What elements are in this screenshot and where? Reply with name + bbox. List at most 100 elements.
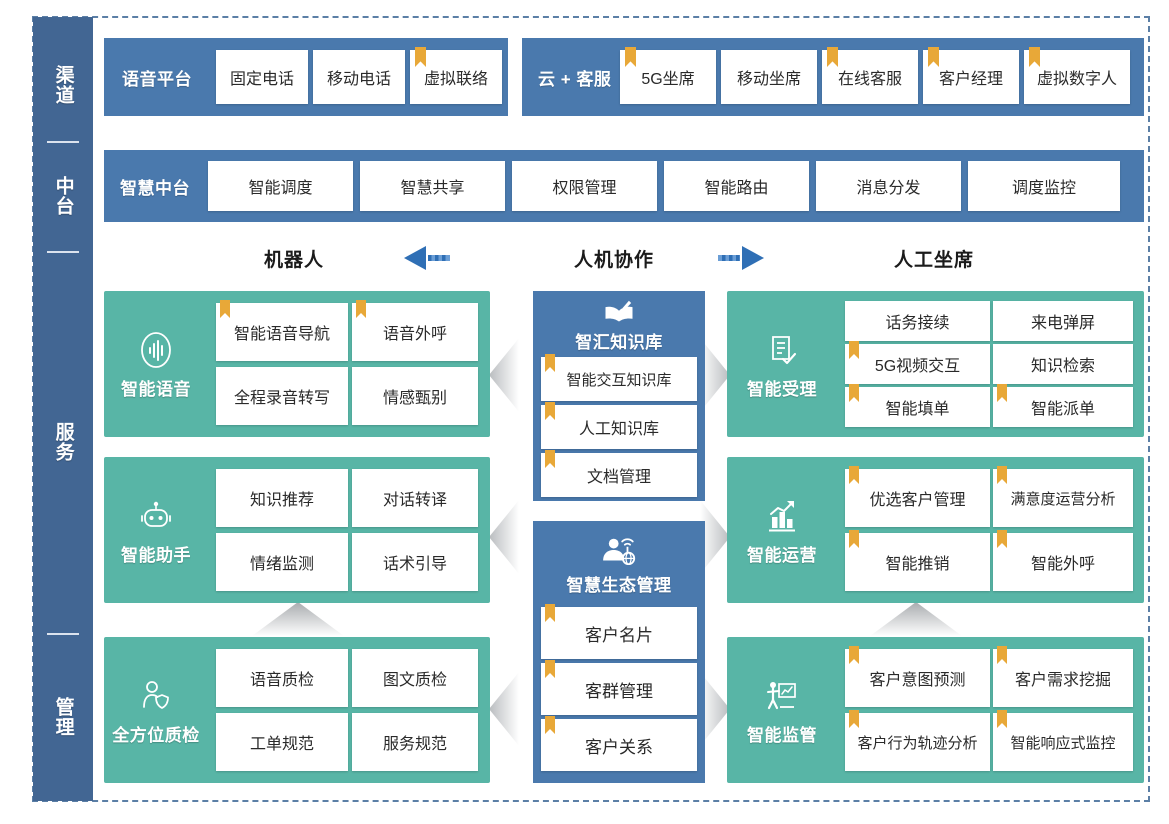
platform-item-smart-sharing[interactable]: 智慧共享: [360, 161, 505, 211]
service-panel-header: 智能语音: [104, 291, 208, 437]
flow-chevron-right-icon: [700, 338, 730, 412]
service-cell-label: 智能外呼: [1030, 556, 1095, 573]
left-category-sidebar: 渠道 中台 服务 管理: [33, 17, 93, 801]
platform-item-dispatch-monitoring[interactable]: 调度监控: [968, 161, 1120, 211]
bookmark-icon: [220, 300, 230, 318]
service-cell-label: 情感甄别: [382, 390, 447, 407]
service-cell-label: 满意度运营分析: [1010, 490, 1116, 508]
service-cell-emotion-detection[interactable]: 情感甄别: [352, 367, 478, 425]
channel-item-virtual-contact[interactable]: 虚拟联络: [410, 47, 502, 104]
platform-item-message-distribution[interactable]: 消息分发: [816, 161, 961, 211]
center-cell-customer-relationship[interactable]: 客户关系: [541, 716, 697, 771]
service-cell-call-connection[interactable]: 话务接续: [845, 301, 990, 341]
center-cell-document-management[interactable]: 文档管理: [541, 450, 697, 497]
platform-item-smart-dispatch[interactable]: 智能调度: [208, 161, 353, 211]
platform-item-label: 智能调度: [248, 180, 313, 197]
center-cell-label: 人工知识库: [578, 421, 659, 438]
platform-item-label: 智慧共享: [400, 180, 465, 197]
service-cell-customer-intent-prediction[interactable]: 客户意图预测: [845, 646, 990, 707]
flow-chevron-left-icon: [489, 500, 519, 574]
service-cell-customer-behavior-analysis[interactable]: 客户行为轨迹分析: [845, 710, 990, 771]
channel-item-online-service[interactable]: 在线客服: [822, 47, 918, 104]
service-cell-label: 服务规范: [382, 736, 447, 753]
channel-item-mobile-agent[interactable]: 移动坐席: [721, 50, 817, 104]
service-cell-label: 5G视频交互: [874, 358, 961, 375]
bookmark-icon: [849, 710, 859, 728]
service-cell-dialog-translation[interactable]: 对话转译: [352, 469, 478, 527]
channel-item-5g-agent[interactable]: 5G坐席: [620, 47, 716, 104]
service-cell-label: 优选客户管理: [869, 492, 966, 509]
center-stack-knowledge-base: 智汇知识库 智能交互知识库 人工知识库 文档管理: [533, 291, 705, 501]
flow-chevron-right-icon: [700, 672, 730, 746]
service-cell-smart-marketing[interactable]: 智能推销: [845, 530, 990, 591]
bookmark-icon: [997, 384, 1007, 402]
bookmark-icon: [997, 466, 1007, 484]
service-cell-incoming-screen-pop[interactable]: 来电弹屏: [993, 301, 1133, 341]
channel-item-account-manager[interactable]: 客户经理: [923, 47, 1019, 104]
service-cell-knowledge-search[interactable]: 知识检索: [993, 344, 1133, 384]
service-cell-service-standard[interactable]: 服务规范: [352, 713, 478, 771]
center-stack-ecosystem-management: 智慧生态管理 客户名片 客群管理 客户关系: [533, 521, 705, 783]
center-stack-header: 智慧生态管理: [533, 521, 705, 599]
center-cell-customer-card[interactable]: 客户名片: [541, 604, 697, 659]
bookmark-icon: [545, 604, 555, 622]
bookmark-icon: [545, 660, 555, 678]
platform-item-label: 消息分发: [856, 180, 921, 197]
sidebar-divider: [47, 633, 79, 635]
center-cell-interactive-knowledge-base[interactable]: 智能交互知识库: [541, 354, 697, 401]
center-cell-manual-knowledge-base[interactable]: 人工知识库: [541, 402, 697, 449]
service-cell-knowledge-recommend[interactable]: 知识推荐: [216, 469, 348, 527]
center-cell-customer-group-management[interactable]: 客群管理: [541, 660, 697, 715]
service-cell-label: 全程录音转写: [233, 390, 330, 407]
platform-item-permission-mgmt[interactable]: 权限管理: [512, 161, 657, 211]
channel-item-virtual-human[interactable]: 虚拟数字人: [1024, 47, 1130, 104]
service-cell-label: 智能响应式监控: [1010, 734, 1116, 752]
bookmark-icon: [545, 716, 555, 734]
service-cell-script-guidance[interactable]: 话术引导: [352, 533, 478, 591]
service-panel-header: 智能受理: [727, 291, 837, 437]
service-cell-label: 客户需求挖掘: [1014, 672, 1111, 689]
service-cell-satisfaction-analysis[interactable]: 满意度运营分析: [993, 466, 1133, 527]
sidebar-section-label: 中台: [52, 176, 74, 216]
sidebar-section-service: 服务: [33, 260, 93, 624]
center-cell-label: 智能交互知识库: [566, 371, 672, 389]
service-cell-label: 智能填单: [885, 401, 950, 418]
service-cell-smart-response-monitoring[interactable]: 智能响应式监控: [993, 710, 1133, 771]
channel-item-mobile-phone[interactable]: 移动电话: [313, 50, 405, 104]
service-cell-smart-outbound[interactable]: 智能外呼: [993, 530, 1133, 591]
service-cell-text-image-quality-check[interactable]: 图文质检: [352, 649, 478, 707]
service-cell-ticket-standard[interactable]: 工单规范: [216, 713, 348, 771]
service-cell-voice-quality-check[interactable]: 语音质检: [216, 649, 348, 707]
service-cell-voice-outbound[interactable]: 语音外呼: [352, 300, 478, 361]
service-cell-5g-video-interaction[interactable]: 5G视频交互: [845, 341, 990, 384]
service-cell-label: 智能推销: [885, 556, 950, 573]
collaboration-header: 机器人 人机协作 人工坐席: [104, 243, 1144, 273]
platform-item-smart-routing[interactable]: 智能路由: [664, 161, 809, 211]
service-cell-emotion-monitoring[interactable]: 情绪监测: [216, 533, 348, 591]
person-shield-icon: [143, 680, 169, 709]
service-cell-full-recording-transcription[interactable]: 全程录音转写: [216, 367, 348, 425]
presenter-board-icon: [767, 681, 796, 709]
service-cell-smart-form-filling[interactable]: 智能填单: [845, 384, 990, 427]
sidebar-section-label: 管理: [52, 697, 74, 737]
bookmark-icon: [1029, 47, 1040, 67]
sidebar-divider: [47, 141, 79, 143]
service-panel-smart-voice: 智能语音 智能语音导航 语音外呼 全程录音转写 情感甄别: [104, 291, 490, 437]
sidebar-section-channel: 渠道: [33, 37, 93, 133]
person-network-icon: [603, 537, 636, 565]
collab-center-label: 人机协作: [574, 250, 655, 271]
channel-item-fixed-phone[interactable]: 固定电话: [216, 50, 308, 104]
service-cell-smart-voice-nav[interactable]: 智能语音导航: [216, 300, 348, 361]
center-cell-label: 客户名片: [585, 625, 653, 645]
service-cell-customer-demand-mining[interactable]: 客户需求挖掘: [993, 646, 1133, 707]
bookmark-icon: [356, 300, 366, 318]
service-cell-label: 语音外呼: [382, 326, 447, 343]
service-cell-smart-dispatch-order[interactable]: 智能派单: [993, 384, 1133, 427]
bookmark-icon: [849, 384, 859, 402]
channel-item-label: 在线客服: [837, 71, 902, 88]
center-stack-name: 智汇知识库: [575, 333, 663, 352]
channel-item-label: 移动电话: [326, 71, 391, 88]
service-cell-label: 知识推荐: [249, 492, 314, 509]
service-cell-preferred-customer-mgmt[interactable]: 优选客户管理: [845, 466, 990, 527]
flow-chevron-right-icon: [700, 500, 730, 574]
